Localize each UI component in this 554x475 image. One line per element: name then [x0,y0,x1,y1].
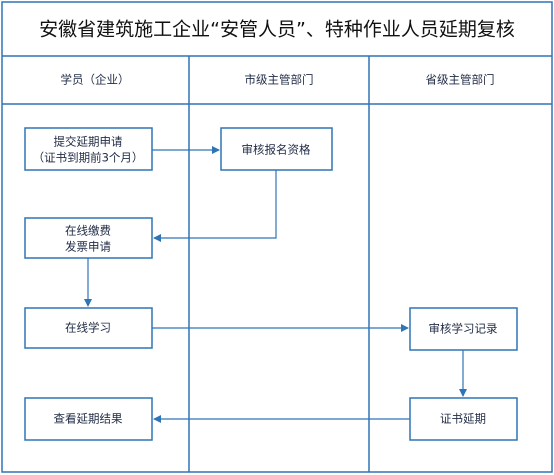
step-submit-application-line2: （证书到期前3个月） [33,151,144,165]
step-review-eligibility-label: 审核报名资格 [242,143,311,157]
step-submit-application: 提交延期申请 （证书到期前3个月） [24,127,153,171]
step-view-result-label: 查看延期结果 [54,412,123,426]
arrow-review-to-payment [153,170,277,242]
step-view-result: 查看延期结果 [24,397,153,441]
lane-header-province: 省级主管部门 [426,73,495,87]
step-submit-application-line1: 提交延期申请 [54,135,123,149]
step-pay-invoice-line1: 在线缴费 [65,224,111,238]
step-review-eligibility: 审核报名资格 [220,127,333,171]
step-online-study-label: 在线学习 [65,321,111,335]
lane-header-city: 市级主管部门 [245,73,314,87]
lane-header-student: 学员（企业） [61,73,130,87]
step-review-study-record-label: 审核学习记录 [429,322,498,336]
step-online-study: 在线学习 [24,307,153,349]
step-certificate-extension-label: 证书延期 [440,412,486,426]
step-review-study-record: 审核学习记录 [409,307,518,351]
step-pay-invoice-line2: 发票申请 [65,240,111,254]
diagram-title: 安徽省建筑施工企业“安管人员”、特种作业人员延期复核 [39,19,515,41]
step-pay-invoice: 在线缴费 发票申请 [24,217,153,259]
step-certificate-extension: 证书延期 [409,397,518,441]
